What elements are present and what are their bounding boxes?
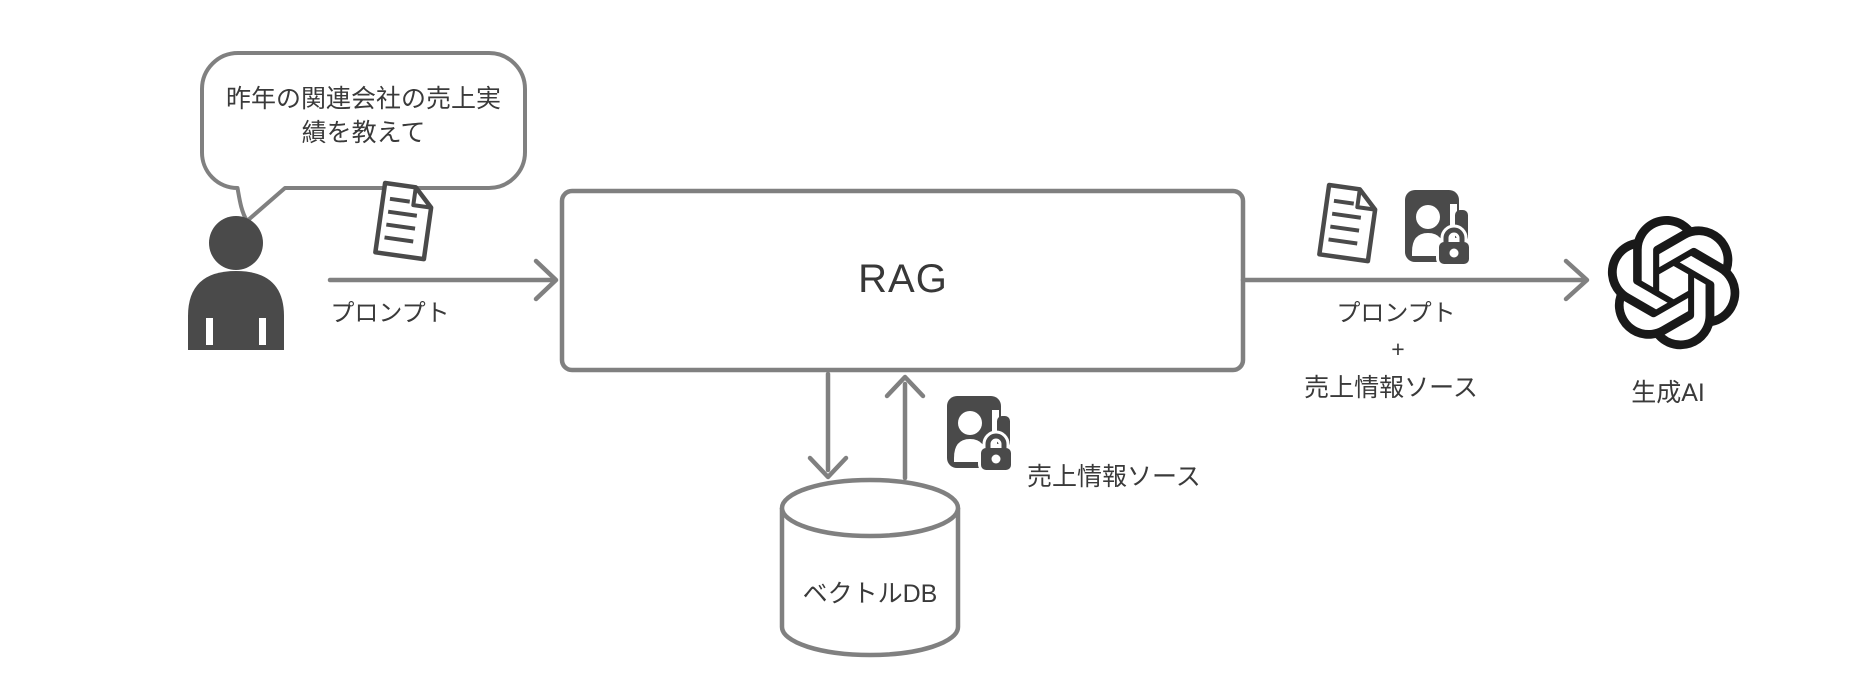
speech-line-1: 昨年の関連会社の売上実 [225,85,501,113]
arrow-user-to-rag [327,258,559,302]
vector-db-label: ベクトルDB [802,580,938,608]
speech-bubble [199,51,527,223]
arrow-rag-to-ai [1240,258,1590,302]
arrow-db-to-rag [884,374,926,481]
gen-ai-label: 生成AI [1631,379,1705,407]
prompt-label-right: プロンプト [1336,300,1456,327]
speech-bubble-text: 昨年の関連会社の売上実 績を教えて [202,82,525,150]
openai-logo-icon [1607,216,1740,350]
contact-lock-icon-right [1405,190,1472,267]
document-icon-prompt [375,183,433,259]
speech-line-2: 績を教えて [301,119,426,147]
prompt-label-left: プロンプト [330,300,450,327]
rag-box-label: RAG [858,257,948,301]
plus-label: + [1391,336,1405,362]
sales-source-label-middle: 売上情報ソース [1027,463,1201,491]
contact-lock-icon-middle [947,396,1014,473]
database-cylinder-icon [779,477,961,658]
document-icon-right [1319,185,1377,261]
user-person-icon [188,216,284,350]
arrow-rag-to-db [807,371,849,480]
sales-source-label-right: 売上情報ソース [1304,374,1478,402]
